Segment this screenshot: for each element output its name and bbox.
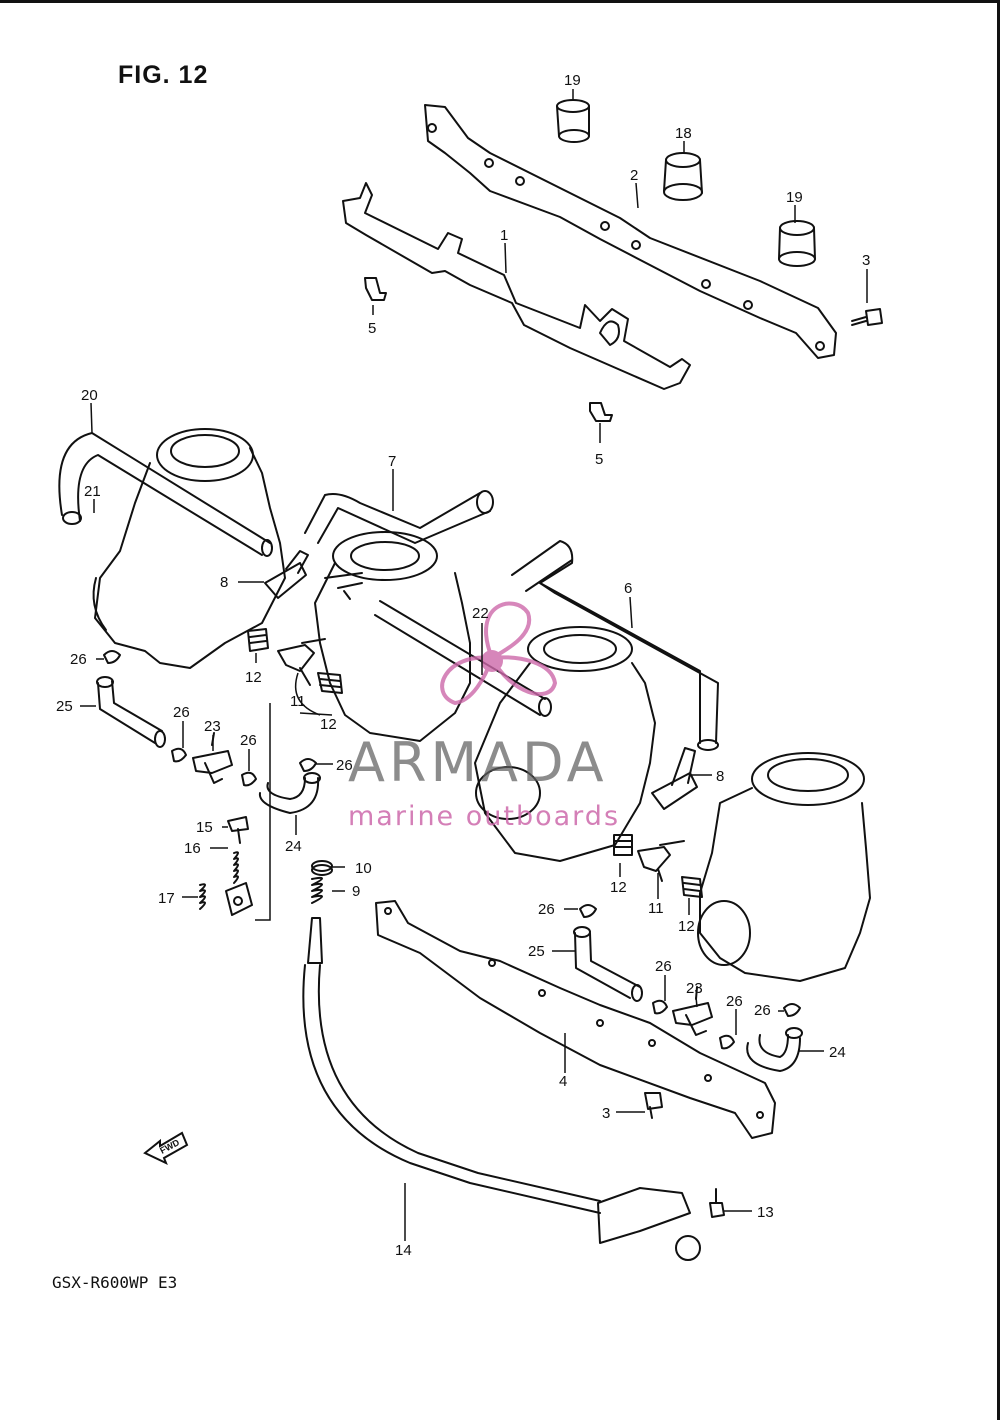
figure-title: FIG. 12 xyxy=(118,61,209,89)
callout-13: 13 xyxy=(757,1204,774,1221)
elbow-24-right xyxy=(746,1027,803,1072)
callout-11-b: 11 xyxy=(648,900,664,917)
collar-19-top xyxy=(556,99,590,143)
spring-9 xyxy=(311,876,323,904)
callout-22: 22 xyxy=(472,605,489,622)
clip-5-right xyxy=(589,402,613,422)
carburetor-3 xyxy=(474,626,656,862)
hose-6 xyxy=(511,540,719,751)
callout-25-left: 25 xyxy=(56,698,73,715)
screw-3-top xyxy=(851,308,883,326)
fwd-arrow-icon: FWD xyxy=(143,1131,189,1166)
clip-26-g xyxy=(719,1034,735,1050)
callout-21: 21 xyxy=(84,483,101,500)
callout-26-c: 26 xyxy=(240,732,257,749)
carburetor-4 xyxy=(697,752,871,982)
clip-26-e xyxy=(579,904,597,918)
callout-10: 10 xyxy=(355,860,372,877)
callout-12-a: 12 xyxy=(245,669,262,686)
callout-2: 2 xyxy=(630,167,638,184)
callout-3-bottom: 3 xyxy=(602,1105,610,1122)
callout-labels: 19 18 2 19 1 3 5 5 20 21 7 6 8 22 26 12 … xyxy=(56,72,870,1259)
hose-25-left xyxy=(96,676,166,748)
callout-4: 4 xyxy=(559,1073,567,1090)
callout-23-left: 23 xyxy=(204,718,221,735)
collar-18 xyxy=(663,152,703,201)
callout-12-b: 12 xyxy=(320,716,337,733)
callout-7: 7 xyxy=(388,453,396,470)
watermark-tagline: marine outboards xyxy=(348,801,621,832)
carburetor-bracket xyxy=(342,182,691,390)
washer-10 xyxy=(311,860,333,876)
spring-16 xyxy=(233,851,239,884)
callout-19-right: 19 xyxy=(786,189,803,206)
callout-24-left: 24 xyxy=(285,838,302,855)
model-code: GSX-R600WP E3 xyxy=(52,1273,178,1292)
cable-14 xyxy=(302,917,601,1214)
hose-25-right xyxy=(573,926,643,1002)
upper-mounting-plate xyxy=(424,104,837,359)
callout-5-left: 5 xyxy=(368,320,376,337)
callout-9: 9 xyxy=(352,883,360,900)
collar-19-right xyxy=(778,220,816,267)
callout-25-right: 25 xyxy=(528,943,545,960)
callout-15: 15 xyxy=(196,819,213,836)
cable-bracket xyxy=(597,1187,701,1261)
clip-26-b xyxy=(171,747,187,763)
callout-20: 20 xyxy=(81,387,98,404)
spring-17 xyxy=(199,883,206,910)
watermark-brand: ARMADA xyxy=(348,731,608,794)
carburetor-1 xyxy=(92,428,286,669)
callout-14: 14 xyxy=(395,1242,412,1259)
callout-18: 18 xyxy=(675,125,692,142)
clip-26-d xyxy=(299,758,317,772)
clip-26-h xyxy=(783,1003,801,1017)
clip-26-f xyxy=(652,999,668,1015)
hose-7 xyxy=(304,490,494,544)
callout-23-right: 23 xyxy=(686,980,703,997)
nipple-12-c xyxy=(613,834,633,856)
callout-26-f: 26 xyxy=(655,958,672,975)
callout-5-right: 5 xyxy=(595,451,603,468)
callout-17: 17 xyxy=(158,890,175,907)
callout-12-c: 12 xyxy=(610,879,627,896)
callout-8-right: 8 xyxy=(716,768,724,785)
stop-bracket xyxy=(225,882,253,916)
nipple-12-d xyxy=(681,876,703,898)
clip-26-a xyxy=(103,650,121,664)
carburetor-2 xyxy=(314,531,471,742)
elbow-24-left xyxy=(258,772,321,814)
callout-26-d: 26 xyxy=(336,757,353,774)
screw-3-bottom xyxy=(644,1092,663,1119)
callout-26-g: 26 xyxy=(726,993,743,1010)
propeller-logo-icon xyxy=(440,601,558,706)
callout-11-a: 11 xyxy=(290,693,306,710)
callout-8-left: 8 xyxy=(220,574,228,591)
fitting-8-left xyxy=(264,550,363,600)
screw-15 xyxy=(227,816,249,844)
fitting-8-right xyxy=(651,747,698,810)
callout-19-top: 19 xyxy=(564,72,581,89)
callout-26-b: 26 xyxy=(173,704,190,721)
nipple-12-a xyxy=(247,628,269,652)
exploded-parts-drawing: FWD xyxy=(56,72,883,1261)
hose-20 xyxy=(58,432,273,557)
callout-3-top: 3 xyxy=(862,252,870,269)
callout-24-right: 24 xyxy=(829,1044,846,1061)
screw-13 xyxy=(709,1188,725,1218)
callout-26-h: 26 xyxy=(754,1002,771,1019)
joint-11-a xyxy=(277,638,326,686)
clip-5-left xyxy=(364,277,387,301)
callout-12-d: 12 xyxy=(678,918,695,935)
joint-11-b xyxy=(637,840,685,882)
callout-16: 16 xyxy=(184,840,201,857)
callout-26-e: 26 xyxy=(538,901,555,918)
callout-1: 1 xyxy=(500,227,508,244)
callout-26-a: 26 xyxy=(70,651,87,668)
clip-26-c xyxy=(241,771,257,787)
lower-plate-4 xyxy=(375,900,776,1139)
callout-6: 6 xyxy=(624,580,632,597)
nipple-12-b xyxy=(317,672,343,694)
